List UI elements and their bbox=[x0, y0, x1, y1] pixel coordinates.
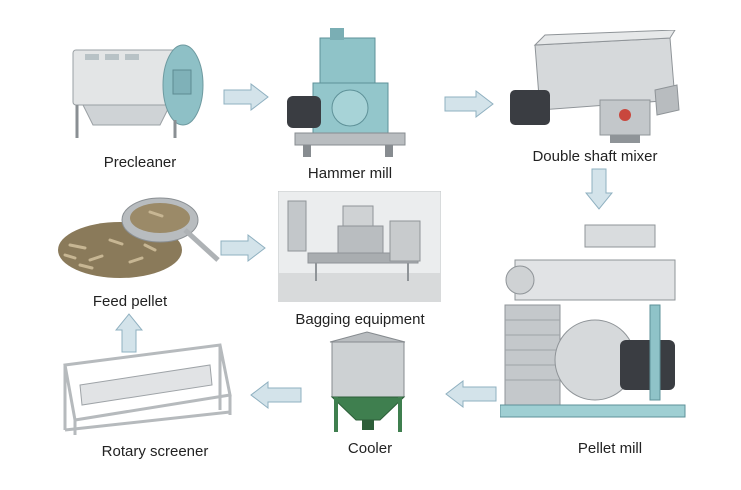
feed-pellet-label: Feed pellet bbox=[92, 293, 168, 310]
bagging-equipment-image bbox=[278, 191, 441, 302]
hammer-mill-label: Hammer mill bbox=[307, 165, 393, 182]
precleaner-label: Precleaner bbox=[103, 154, 177, 171]
rotary-screener-image bbox=[60, 340, 235, 440]
precleaner-image bbox=[65, 30, 215, 145]
arrow-right-icon bbox=[444, 90, 494, 118]
arrow-up-icon bbox=[115, 313, 143, 353]
arrow-right-icon bbox=[220, 234, 266, 262]
arrow-left-icon bbox=[250, 381, 302, 409]
double-shaft-mixer-label: Double shaft mixer bbox=[532, 148, 658, 165]
bagging-equipment-label: Bagging equipment bbox=[295, 311, 425, 328]
cooler-image bbox=[320, 330, 415, 435]
feed-pellet-image bbox=[50, 190, 220, 285]
cooler-label: Cooler bbox=[347, 440, 393, 457]
rotary-screener-label: Rotary screener bbox=[101, 443, 209, 460]
hammer-mill-image bbox=[285, 28, 415, 163]
double-shaft-mixer-image bbox=[505, 30, 685, 145]
arrow-left-icon bbox=[445, 380, 497, 408]
pellet-mill-label: Pellet mill bbox=[577, 440, 643, 457]
arrow-right-icon bbox=[223, 83, 269, 111]
pellet-mill-image bbox=[500, 220, 690, 425]
arrow-down-icon bbox=[585, 168, 613, 210]
